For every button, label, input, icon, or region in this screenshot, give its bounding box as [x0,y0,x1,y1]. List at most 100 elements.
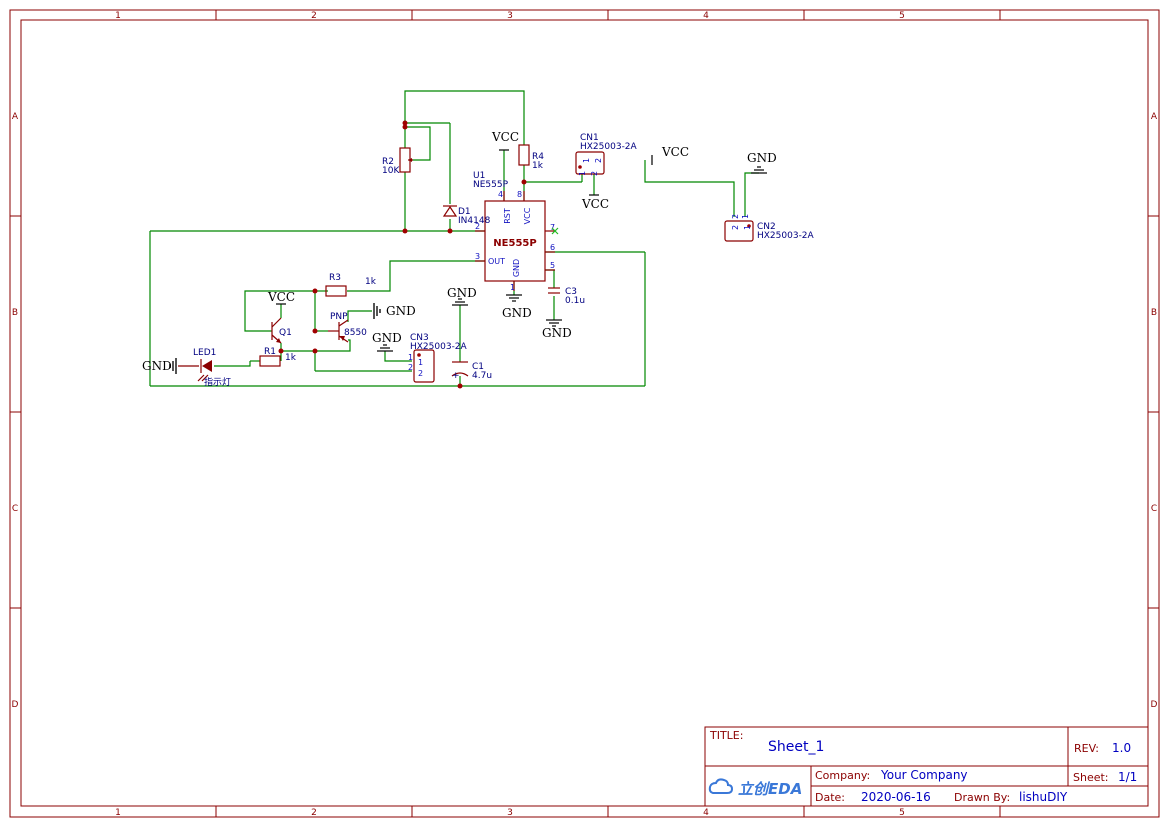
r1-ref: R1 [264,347,276,357]
cn1-value: HX25003-2A [580,142,638,152]
gnd-led: GND [142,358,177,374]
r4-resistor[interactable]: R4 1k [518,144,544,171]
u1-pin-5: 5 [550,261,555,270]
vcc-u1-rst: VCC [491,130,519,151]
r4-value: 1k [532,161,544,171]
cn3-ref: CN3 [410,333,429,343]
led1-value: 指示灯 [204,376,231,388]
zone-col-2-bottom: 2 [311,808,317,818]
d1-value: IN4148 [458,216,491,226]
gnd-c1: GND [447,286,477,306]
pnp-transistor[interactable]: PNP 8550 [328,312,367,343]
u1-body-label: NE555P [493,238,536,249]
zone-row-d-left: D [12,700,19,710]
sheet-frame [9,9,1160,818]
gnd-label-cn3: GND [372,331,402,345]
vcc-label-u1: VCC [491,130,519,144]
r3-resistor[interactable]: R3 1k [325,273,377,297]
cn1-ref: CN1 [580,133,599,143]
zone-row-a-left: A [12,112,19,122]
q1-transistor[interactable]: Q1 [271,317,292,344]
d1-ref: D1 [458,207,471,217]
cn1-pin1-inner: 1 [582,158,591,163]
r2-value: 10K [382,166,400,176]
cn1-connector[interactable]: 1 2 1 2 CN1 HX25003-2A [575,133,638,176]
u1-pin-6: 6 [550,243,555,252]
cn3-connector[interactable]: 1 2 1 2 CN3 HX25003-2A [408,333,468,383]
cn3-pin2-outer: 2 [408,363,413,372]
lceda-logo: 立创EDA [708,778,802,798]
u1-value: NE555P [473,180,509,190]
date-label: Date: [815,791,845,804]
zone-col-3-top: 3 [507,11,513,21]
company-value: Your Company [880,768,968,782]
zone-row-b-right: B [1151,308,1157,318]
sheet-value: 1/1 [1118,770,1137,784]
gnd-u1: GND [502,294,532,320]
r2-potentiometer[interactable]: R2 10K [382,147,413,176]
u1-ne555[interactable]: NE555P RST VCC OUT GND 1 2 3 4 5 6 7 8 U… [473,171,559,292]
cn2-pin2-inner: 2 [731,225,740,230]
title-value: Sheet_1 [768,739,824,755]
zone-row-c-left: C [12,504,18,514]
zone-col-1-bottom: 1 [115,808,121,818]
rev-label: REV: [1074,742,1099,755]
c3-capacitor[interactable]: C3 0.1u [548,287,585,306]
u1-pin-vcc: VCC [523,207,532,224]
zone-col-4-top: 4 [703,11,709,21]
wires [149,90,759,387]
r1-resistor[interactable]: R1 1k [259,347,297,367]
c1-capacitor[interactable]: + C1 4.7u [451,361,492,381]
led1[interactable]: LED1 指示灯 [178,348,231,388]
r1-value: 1k [285,353,297,363]
u1-pin-out: OUT [488,257,505,266]
company-label: Company: [815,769,870,782]
zone-labels: 1 2 3 4 5 1 2 3 4 5 A B C D A B C D [12,11,1158,818]
zone-col-5-bottom: 5 [899,808,905,818]
junctions [278,120,751,389]
cn2-connector[interactable]: 2 1 2 1 CN2 HX25003-2A [724,214,815,242]
c3-ref: C3 [565,287,577,297]
d1-diode[interactable]: D1 IN4148 [442,205,491,226]
u1-ref: U1 [473,171,485,181]
u1-pin-8: 8 [517,190,522,199]
u1-pin-7: 7 [550,223,555,232]
zone-row-a-right: A [1151,112,1158,122]
q1-ref: Q1 [279,328,292,338]
u1-pin-4: 4 [498,190,503,199]
cn1-pin1-outer: 1 [578,171,587,176]
cn3-pin1-outer: 1 [408,353,413,362]
r3-value: 1k [365,277,377,287]
zone-col-2-top: 2 [311,11,317,21]
u1-pin-rst: RST [503,208,512,224]
vcc-cn2: VCC [651,145,689,165]
vcc-label-cn2: VCC [661,145,689,159]
title-block: TITLE: Sheet_1 REV: 1.0 Company: Your Co… [704,726,1149,807]
title-label: TITLE: [709,729,743,742]
gnd-label-u1: GND [502,306,532,320]
vcc-label-q1: VCC [267,290,295,304]
gnd-c3: GND [542,319,572,340]
zone-col-1-top: 1 [115,11,121,21]
r2-ref: R2 [382,157,394,167]
gnd-label-c3: GND [542,326,572,340]
cn2-pin1-inner: 1 [743,225,752,230]
cn2-ref: CN2 [757,222,776,232]
cloud-icon [708,778,734,794]
rev-value: 1.0 [1112,741,1131,755]
zone-row-b-left: B [12,308,18,318]
zone-row-c-right: C [1151,504,1157,514]
cn2-pin2-outer: 2 [731,214,740,219]
cn3-pin1-inner: 1 [418,358,423,367]
date-value: 2020-06-16 [861,790,931,804]
c1-plus: + [452,371,460,381]
cn1-pin2-outer: 2 [590,171,599,176]
r3-ref: R3 [329,273,341,283]
vcc-cn1: VCC [581,194,609,211]
cn2-value: HX25003-2A [757,231,815,241]
sheet-label: Sheet: [1073,771,1109,784]
c3-value: 0.1u [565,296,585,306]
logo-text: 立创EDA [738,780,802,798]
cn3-value: HX25003-2A [410,342,468,352]
